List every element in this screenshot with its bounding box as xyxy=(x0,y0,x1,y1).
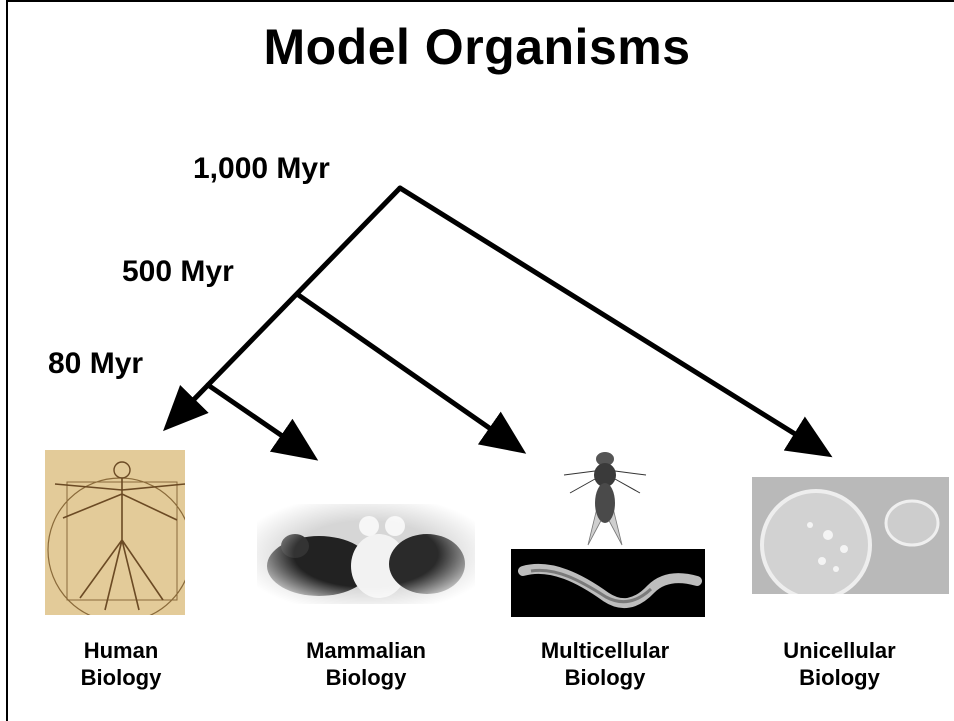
worm-image xyxy=(511,549,705,617)
caption-multicellular-line2: Biology xyxy=(516,664,694,691)
caption-unicellular-line2: Biology xyxy=(752,664,927,691)
caption-mammalian: Mammalian Biology xyxy=(286,637,446,691)
caption-human: Human Biology xyxy=(55,637,187,691)
caption-unicellular-line1: Unicellular xyxy=(752,637,927,664)
fruit-fly-image xyxy=(560,445,650,547)
caption-human-line2: Biology xyxy=(55,664,187,691)
vitruvian-man-image xyxy=(45,450,185,615)
yeast-cell-image xyxy=(752,477,949,594)
branch-to-multicellular xyxy=(297,294,518,448)
caption-multicellular-line1: Multicellular xyxy=(516,637,694,664)
caption-human-line1: Human xyxy=(55,637,187,664)
caption-multicellular: Multicellular Biology xyxy=(516,637,694,691)
caption-unicellular: Unicellular Biology xyxy=(752,637,927,691)
branch-to-human xyxy=(170,188,400,424)
mice-image xyxy=(257,504,475,604)
branch-to-mammalian xyxy=(208,385,310,455)
caption-mammalian-line2: Biology xyxy=(286,664,446,691)
caption-mammalian-line1: Mammalian xyxy=(286,637,446,664)
